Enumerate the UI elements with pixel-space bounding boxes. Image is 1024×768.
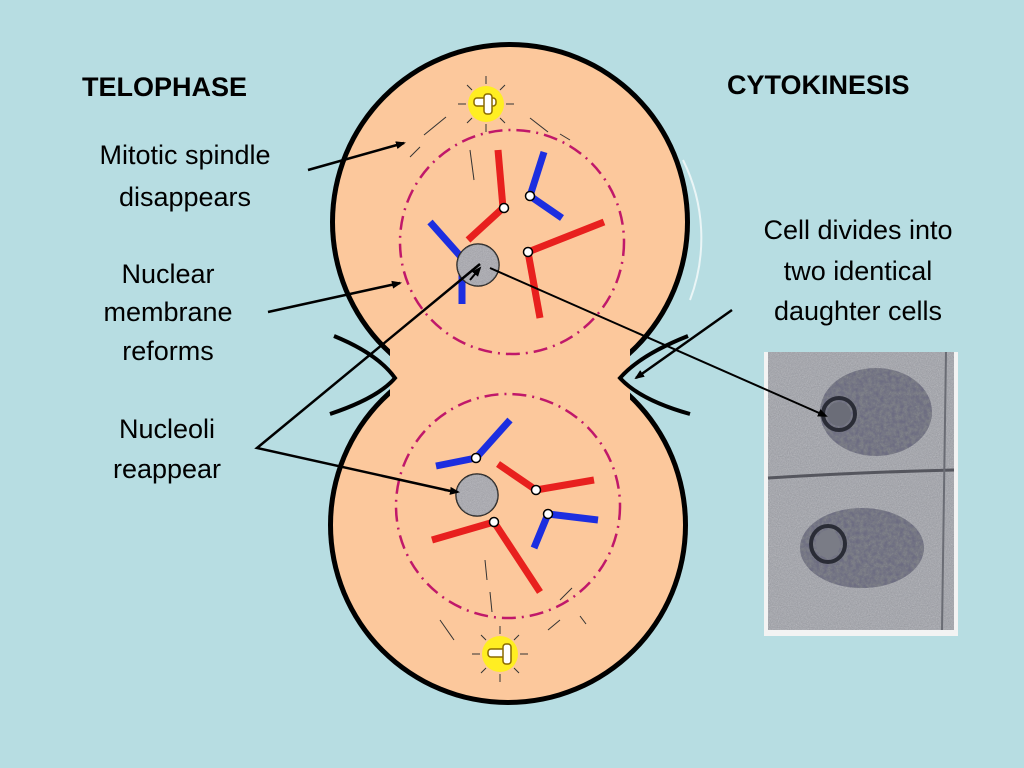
- annotation-arrows: [254, 141, 828, 495]
- nucleoli-label: Nucleoli reappear: [112, 414, 222, 484]
- upper-centromeres: [498, 190, 536, 258]
- lower-centromeres: [470, 452, 554, 528]
- membrane-arrow: [267, 280, 402, 314]
- cell-divides-label: Cell divides into two identical daughter…: [763, 215, 953, 326]
- lower-chromosomes: [431, 417, 599, 594]
- micrograph-pointer-arrow: [489, 267, 828, 417]
- telophase-title: TELOPHASE: [82, 72, 248, 102]
- spindle-remnants: [409, 116, 587, 641]
- lower-nucleolus: [455, 473, 499, 517]
- dividing-cell: [300, 42, 720, 705]
- nucleoli-arrow-lines: [254, 263, 481, 494]
- micrograph-image: [767, 351, 955, 631]
- cytokinesis-title: CYTOKINESIS: [727, 70, 910, 100]
- upper-nuclear-membrane: [398, 128, 626, 356]
- membrane-label: Nuclear membrane reforms: [103, 259, 233, 366]
- lower-centrosome-icon: [472, 626, 528, 682]
- upper-centrosome-icon: [458, 76, 514, 132]
- spindle-label: Mitotic spindle disappears: [99, 140, 271, 212]
- lower-nuclear-membrane: [394, 392, 622, 620]
- micrograph-photo: [764, 351, 958, 636]
- furrow-arrow: [634, 308, 733, 380]
- spindle-arrow: [307, 141, 406, 172]
